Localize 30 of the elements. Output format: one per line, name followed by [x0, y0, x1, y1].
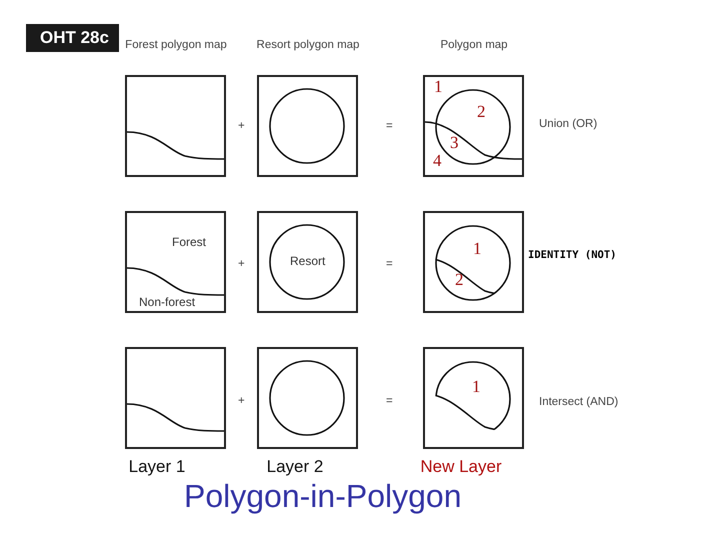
region-number: 2	[455, 270, 464, 290]
region-number: 3	[450, 133, 458, 153]
map-heading: Resort polygon map	[256, 39, 360, 52]
map-frame	[125, 211, 226, 313]
operator-symbol: +	[238, 395, 245, 407]
operator-symbol: +	[238, 258, 245, 270]
operator-symbol: +	[238, 120, 245, 132]
slide-number-badge: OHT 28c	[26, 24, 119, 52]
region-number: 1	[472, 377, 480, 397]
region-number: 1	[434, 77, 442, 97]
map-heading: Polygon map	[439, 39, 509, 52]
layer-caption: Layer 2	[266, 457, 324, 477]
operator-symbol: =	[386, 120, 393, 132]
operation-label: IDENTITY (NOT)	[528, 249, 617, 261]
operation-label: Intersect (AND)	[539, 396, 618, 408]
operator-symbol: =	[386, 395, 393, 407]
region-number: 1	[473, 239, 482, 259]
layer-caption: New Layer	[419, 457, 503, 477]
operation-label: Union (OR)	[539, 118, 598, 130]
region-label: Resort	[290, 255, 326, 269]
map-frame	[423, 211, 524, 313]
map-heading: Forest polygon map	[124, 39, 228, 52]
layer-caption: Layer 1	[128, 457, 186, 477]
diagram-title: Polygon-in-Polygon	[184, 478, 462, 515]
operator-symbol: =	[386, 258, 393, 270]
region-label: Forest	[172, 236, 206, 250]
region-label: Non-forest	[139, 296, 196, 310]
region-number: 4	[433, 151, 442, 171]
map-frame	[257, 211, 358, 313]
region-number: 2	[477, 102, 486, 122]
